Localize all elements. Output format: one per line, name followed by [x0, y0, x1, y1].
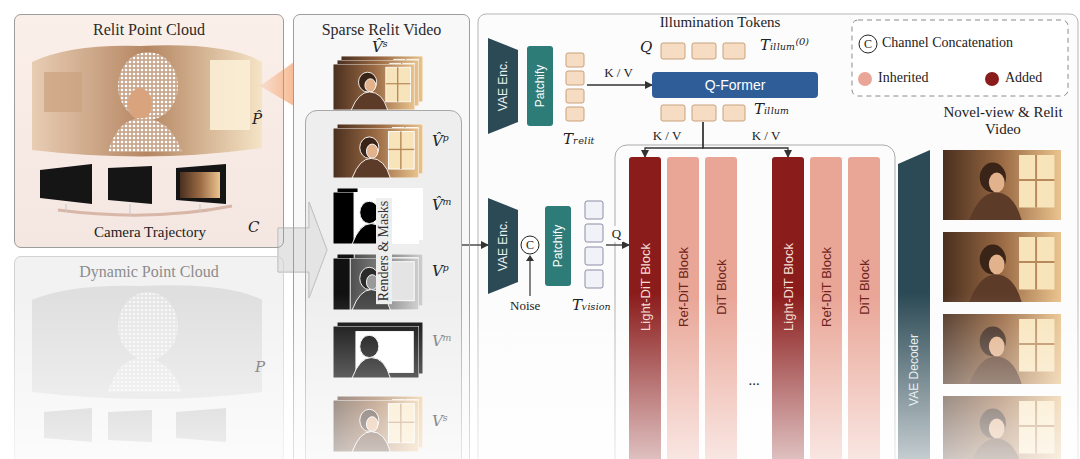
encoder-block: VAE Enc. — [488, 38, 518, 134]
label: C — [526, 238, 534, 253]
patchify-block: Patchify — [545, 206, 571, 286]
token-group: Tᵥᵢₛᵢₒₙ — [584, 200, 604, 290]
legend-text: Inherited — [878, 70, 929, 86]
label: Vˢ — [432, 412, 448, 430]
label: Noise — [510, 298, 540, 314]
block-label: Renders & Masks — [376, 198, 392, 304]
label: Camera Trajectory — [94, 224, 206, 241]
trapezoid-fill — [488, 38, 518, 134]
block-label: Ref-DiT Block — [676, 247, 691, 327]
edge-label: K / V — [651, 128, 684, 144]
legend-text: Channel Concatenation — [882, 35, 1013, 51]
block-label: VAE Enc. — [496, 221, 510, 271]
label: Novel-view & Relit Video — [942, 104, 1064, 139]
panel: Sparse Relit VideoRenders & Masks — [293, 14, 470, 459]
block-label: VAE Enc. — [496, 61, 510, 111]
label: C — [864, 37, 872, 52]
connector — [703, 122, 788, 157]
dit-block: DiT Block — [705, 157, 737, 459]
panel: Relit Point Cloud — [14, 14, 284, 248]
label: P̂ — [252, 110, 262, 128]
block-label: Ref-DiT Block — [819, 247, 834, 327]
label: C — [248, 218, 259, 236]
dit-block: Light-DiT Block — [772, 157, 804, 459]
block-label: DiT Block — [857, 259, 872, 314]
block-label: Patchify — [551, 225, 565, 268]
label: V̂ᵐ — [432, 196, 452, 214]
connector — [606, 244, 629, 245]
connector — [587, 84, 652, 85]
connector — [645, 122, 703, 157]
label: Vᵖ — [432, 262, 449, 280]
legend-swatch — [858, 72, 872, 86]
token-group: Tᵢₗₗᵤₘ — [660, 104, 746, 122]
flow-arrow — [260, 62, 294, 106]
label: Vᵐ — [432, 332, 452, 350]
block-label: Light-DiT Block — [781, 243, 796, 331]
legend-text: Added — [1005, 70, 1042, 86]
flow-arrow — [278, 202, 327, 298]
qformer-block: Q-Former — [652, 72, 818, 98]
connector — [462, 244, 488, 245]
dit-block: Light-DiT Block — [629, 157, 661, 459]
block-label: Q-Former — [705, 77, 766, 93]
label: P — [255, 358, 265, 376]
flow-arrow — [278, 202, 327, 298]
edge-label: K / V — [750, 128, 783, 144]
token-label: Tᵣₑₗᵢₜ — [563, 130, 594, 148]
decoder-block: VAE Decoder — [898, 150, 930, 459]
token-label: Tᵢₗₗᵤₘ — [754, 100, 790, 118]
token-label: Tᵢₗₗᵤₘ⁽⁰⁾ — [760, 36, 809, 54]
label: Q — [640, 38, 652, 56]
dit-block: Ref-DiT Block — [810, 157, 842, 459]
panel-title: Relit Point Cloud — [15, 21, 283, 39]
trapezoid-fill — [898, 150, 930, 459]
block-label: Patchify — [533, 65, 547, 108]
trapezoid-shape — [898, 150, 930, 459]
panel-title: Sparse Relit Video — [294, 21, 469, 39]
block-label: VAE Decoder — [907, 334, 921, 406]
edge-label: Q — [610, 226, 623, 242]
encoder-block: VAE Enc. — [488, 198, 518, 294]
patchify-block: Patchify — [527, 46, 553, 126]
edge-label: K / V — [602, 65, 635, 81]
group-box: Renders & Masks — [305, 110, 462, 459]
block-label: Light-DiT Block — [638, 243, 653, 331]
label: V̂ᵖ — [432, 132, 449, 150]
panel: Dynamic Point Cloud — [14, 256, 284, 459]
label: V̂ˢ — [372, 38, 388, 56]
token-group: Tᵢₗₗᵤₘ⁽⁰⁾ — [660, 42, 746, 60]
dit-block: Ref-DiT Block — [667, 157, 699, 459]
label: Illumination Tokens — [660, 14, 781, 31]
dit-block: DiT Block — [848, 157, 880, 459]
block-label: DiT Block — [714, 259, 729, 314]
panel-title: Dynamic Point Cloud — [15, 263, 283, 281]
trapezoid-fill — [488, 198, 518, 294]
legend-swatch — [985, 72, 999, 86]
token-group: Tᵣₑₗᵢₜ — [565, 52, 585, 122]
token-label: Tᵥᵢₛᵢₒₙ — [572, 296, 611, 314]
label: ... — [748, 372, 759, 389]
